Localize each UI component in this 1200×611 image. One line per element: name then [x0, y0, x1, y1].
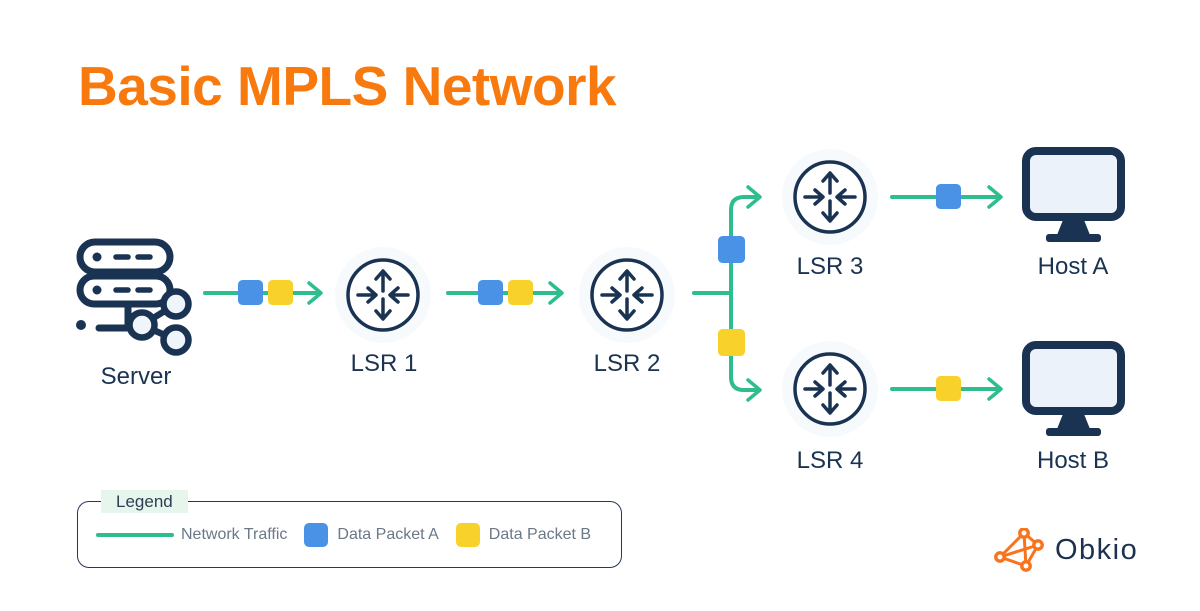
- packet-a-icon: [478, 280, 503, 305]
- obkio-logo: Obkio: [992, 528, 1138, 572]
- node-label-hostA: Host A: [1037, 253, 1109, 280]
- packet-b-swatch: [455, 522, 480, 547]
- legend-item-label: Network Traffic: [181, 525, 288, 543]
- packet-b-icon: [936, 376, 961, 401]
- obkio-logo-text: Obkio: [1055, 533, 1139, 566]
- packet-b-icon: [508, 280, 533, 305]
- legend-title: Legend: [101, 490, 188, 513]
- node-label-server: Server: [100, 363, 172, 390]
- arrowhead-icon: [746, 378, 762, 402]
- legend: Legend Network Traffic Data Packet A Dat…: [77, 490, 622, 568]
- server-icon: [76, 238, 192, 356]
- obkio-logo-icon: [994, 528, 1044, 572]
- monitor-icon-hostB: [1026, 345, 1121, 436]
- router-icon-lsr4: [780, 339, 880, 439]
- arrowhead-icon: [548, 281, 564, 305]
- packet-a-icon: [936, 184, 961, 209]
- arrowhead-icon: [307, 281, 323, 305]
- monitor-icon-hostA: [1026, 151, 1121, 242]
- router-icon-lsr1: [333, 245, 433, 345]
- packet-a-icon: [718, 236, 745, 263]
- router-icon-lsr2: [577, 245, 677, 345]
- packet-b-icon: [268, 280, 293, 305]
- router-icon-lsr3: [780, 147, 880, 247]
- packet-a-icon: [238, 280, 263, 305]
- node-label-lsr1: LSR 1: [350, 350, 418, 377]
- node-label-lsr3: LSR 3: [796, 253, 864, 280]
- arrowhead-icon: [987, 377, 1003, 401]
- link-branch-lsr3: [729, 195, 761, 295]
- arrowhead-icon: [746, 185, 762, 209]
- packet-a-swatch: [304, 522, 329, 547]
- packet-b-icon: [718, 329, 745, 356]
- node-label-lsr2: LSR 2: [593, 350, 661, 377]
- arrowhead-icon: [987, 185, 1003, 209]
- legend-item-label: Data Packet B: [488, 525, 592, 543]
- link-branch-lsr4: [729, 291, 761, 392]
- data-packets: [238, 184, 961, 401]
- traffic-line-swatch: [96, 532, 174, 537]
- node-label-lsr4: LSR 4: [796, 447, 864, 474]
- share-icon: [126, 288, 192, 356]
- node-label-hostB: Host B: [1036, 447, 1110, 474]
- legend-items: Network Traffic Data Packet A Data Packe…: [78, 502, 621, 567]
- legend-item-label: Data Packet A: [337, 525, 439, 543]
- page-title: Basic MPLS Network: [78, 55, 617, 117]
